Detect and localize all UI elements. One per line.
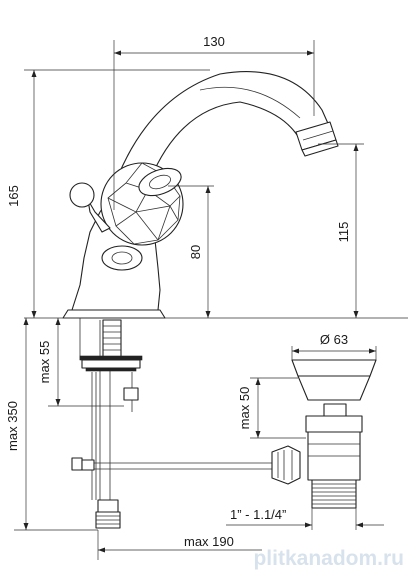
faucet-body bbox=[62, 71, 339, 319]
dimension-thread: 1” - 1.1/4” bbox=[230, 507, 286, 522]
dimension-80: 80 bbox=[188, 245, 203, 259]
pop-up-waste bbox=[271, 359, 377, 509]
under-counter-assembly bbox=[71, 318, 272, 529]
dimension-max-190: max 190 bbox=[184, 534, 234, 549]
dimension-max-55: max 55 bbox=[37, 341, 52, 384]
dimension-165: 165 bbox=[6, 185, 21, 207]
dimension-diam-63: Ø 63 bbox=[320, 332, 348, 347]
dimension-max-350: max 350 bbox=[5, 401, 20, 451]
dimension-130: 130 bbox=[203, 34, 225, 49]
dimension-115: 115 bbox=[336, 222, 351, 243]
dimension-lines bbox=[14, 40, 408, 560]
dimension-max-50: max 50 bbox=[237, 387, 252, 430]
watermark: plitkanadom.ru bbox=[253, 547, 404, 570]
